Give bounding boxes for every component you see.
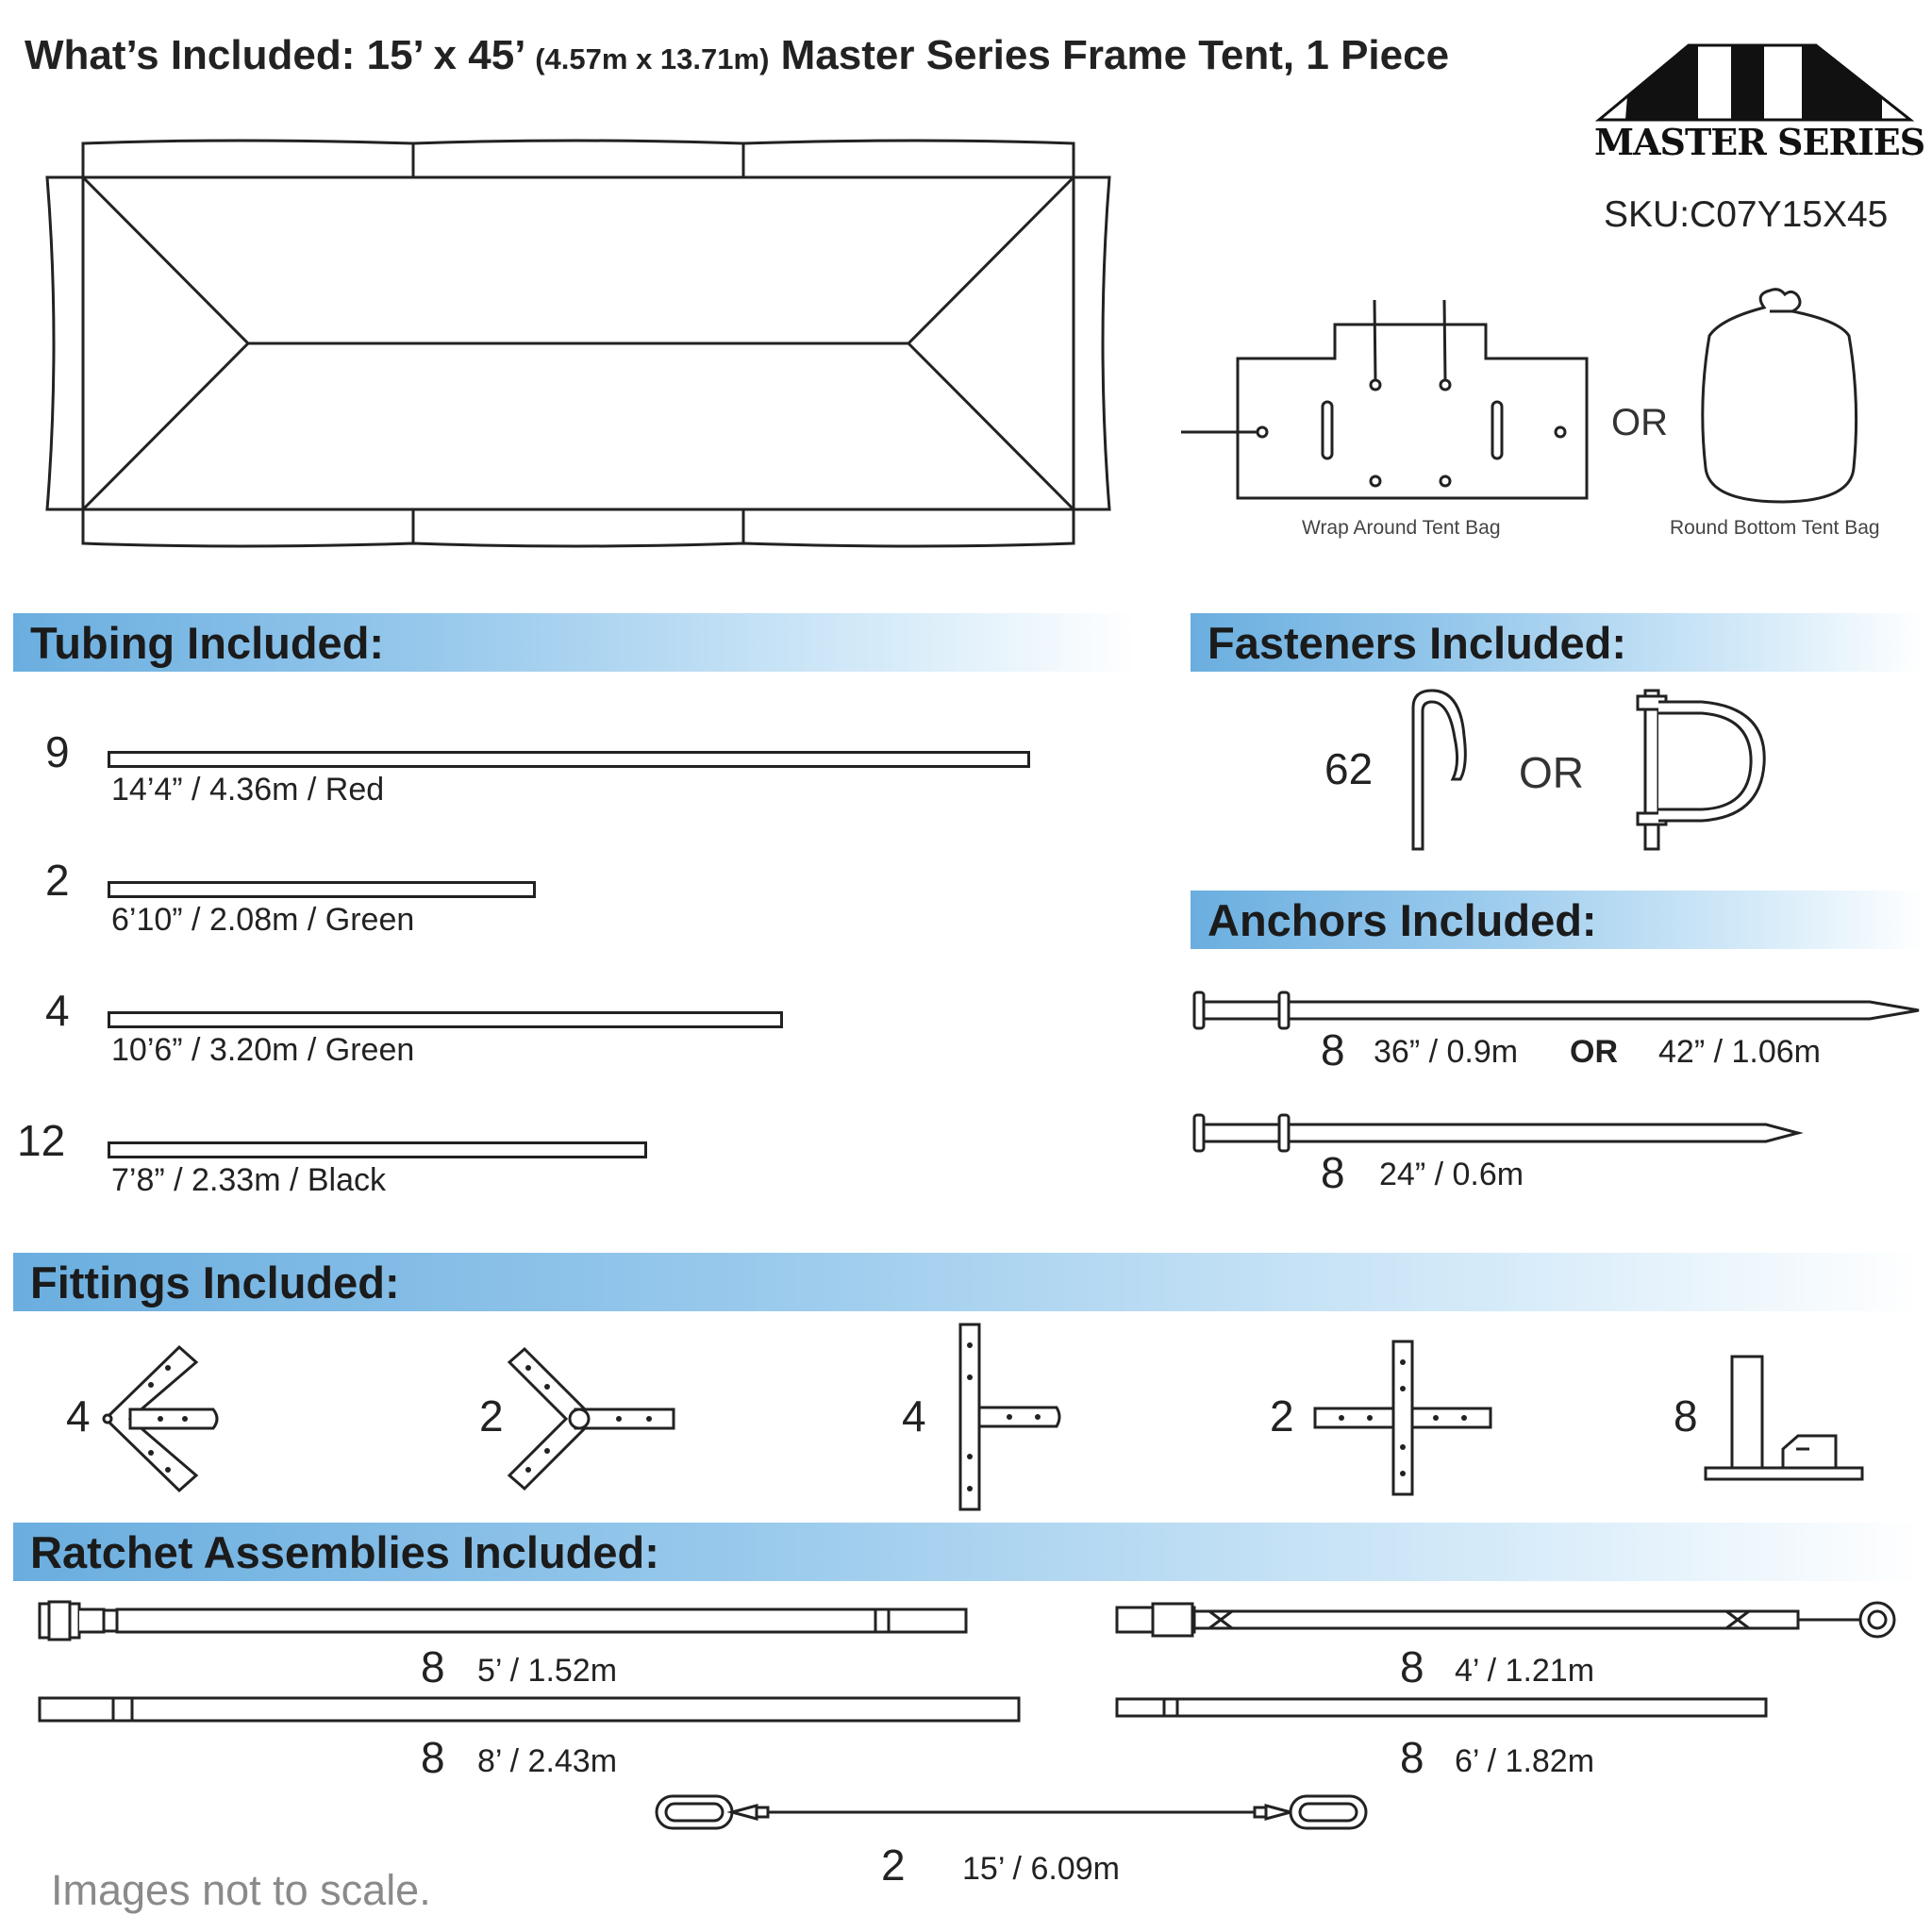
fitting-qty: 4	[66, 1391, 91, 1441]
short-anchor-stake-icon	[1192, 1113, 1804, 1153]
tubing-qty: 12	[17, 1116, 66, 1165]
bag-or-label: OR	[1611, 402, 1668, 443]
long-anchor-stake-icon	[1192, 991, 1920, 1030]
ratchet-spec: 4’ / 1.21m	[1455, 1653, 1595, 1689]
tube-bar-black	[108, 1141, 647, 1158]
ratchet-spec: 6’ / 1.82m	[1455, 1743, 1595, 1779]
fitting-qty: 4	[902, 1391, 926, 1441]
tee-fitting-icon	[958, 1323, 1061, 1511]
title-metric: (4.57m x 13.71m)	[535, 42, 770, 75]
ratchet-spec: 8’ / 2.43m	[477, 1743, 618, 1779]
tubing-qty: 2	[45, 856, 70, 905]
master-series-logo-icon	[1594, 43, 1915, 122]
sku-label: SKU:C07Y15X45	[1604, 194, 1889, 235]
anchor-spec-36: 36” / 0.9m	[1374, 1034, 1519, 1070]
wrap-bag-caption: Wrap Around Tent Bag	[1302, 517, 1501, 539]
fitting-qty: 2	[479, 1391, 504, 1441]
round-bag-caption: Round Bottom Tent Bag	[1670, 517, 1880, 539]
fastener-qty: 62	[1324, 744, 1374, 793]
ratchets-section-header: Ratchet Assemblies Included:	[13, 1523, 1923, 1581]
r-clip-icon	[1411, 689, 1467, 851]
snap-pin-icon	[1636, 689, 1766, 851]
tubing-spec: 14’4” / 4.36m / Red	[111, 772, 385, 808]
tube-bar-green-long	[108, 1011, 783, 1028]
tubing-spec: 6’10” / 2.08m / Green	[111, 902, 415, 938]
fitting-qty: 8	[1674, 1391, 1698, 1441]
anchor-qty: 8	[1321, 1148, 1345, 1197]
ratchet-qty: 8	[1400, 1733, 1424, 1782]
round-bottom-bag-icon	[1701, 288, 1858, 504]
anchor-qty: 8	[1321, 1025, 1345, 1074]
scale-note: Images not to scale.	[51, 1866, 431, 1914]
wrap-around-bag-icon	[1181, 299, 1589, 500]
ratchet-qty: 2	[881, 1840, 906, 1890]
tube-bar-green-short	[108, 881, 536, 898]
tubing-section-header: Tubing Included:	[13, 613, 1136, 672]
ratchet-strap-5ft-icon	[38, 1600, 968, 1641]
anchor-spec-42: 42” / 1.06m	[1658, 1034, 1821, 1070]
tent-top-view-icon	[45, 139, 1111, 548]
ratchet-strap-4ft-icon	[1115, 1601, 1896, 1639]
ratchet-spec: 15’ / 6.09m	[962, 1851, 1120, 1887]
ratchet-spec: 5’ / 1.52m	[477, 1653, 618, 1689]
cross-fitting-icon	[1313, 1340, 1492, 1496]
strap-8ft-icon	[38, 1696, 1021, 1723]
ridge-fitting-icon	[507, 1346, 675, 1491]
title-rest: Master Series Frame Tent, 1 Piece	[780, 32, 1450, 78]
tubing-spec: 10’6” / 3.20m / Green	[111, 1032, 415, 1068]
ratchet-qty: 8	[421, 1642, 445, 1691]
ratchet-qty: 8	[1400, 1642, 1424, 1691]
anchor-spec-24: 24” / 0.6m	[1379, 1157, 1524, 1192]
corner-fitting-icon	[102, 1344, 219, 1493]
cable-with-carabiners-icon	[655, 1794, 1368, 1830]
tubing-spec: 7’8” / 2.33m / Black	[111, 1162, 387, 1198]
anchors-section-header: Anchors Included:	[1191, 891, 1923, 949]
fastener-or-label: OR	[1519, 748, 1584, 797]
page-title: What’s Included: 15’ x 45’ (4.57m x 13.7…	[25, 32, 1449, 79]
fittings-section-header: Fittings Included:	[13, 1253, 1923, 1311]
ratchet-qty: 8	[421, 1733, 445, 1782]
fasteners-section-header: Fasteners Included:	[1191, 613, 1923, 672]
brand-name: MASTER SERIES	[1594, 121, 1925, 163]
title-main: What’s Included: 15’ x 45’	[25, 32, 524, 78]
tubing-qty: 9	[45, 727, 70, 776]
tube-bar-red	[108, 751, 1030, 768]
anchor-or-label: OR	[1570, 1034, 1618, 1070]
fitting-qty: 2	[1270, 1391, 1294, 1441]
strap-6ft-icon	[1115, 1697, 1768, 1718]
foot-plate-icon	[1704, 1355, 1864, 1481]
tubing-qty: 4	[45, 986, 70, 1035]
